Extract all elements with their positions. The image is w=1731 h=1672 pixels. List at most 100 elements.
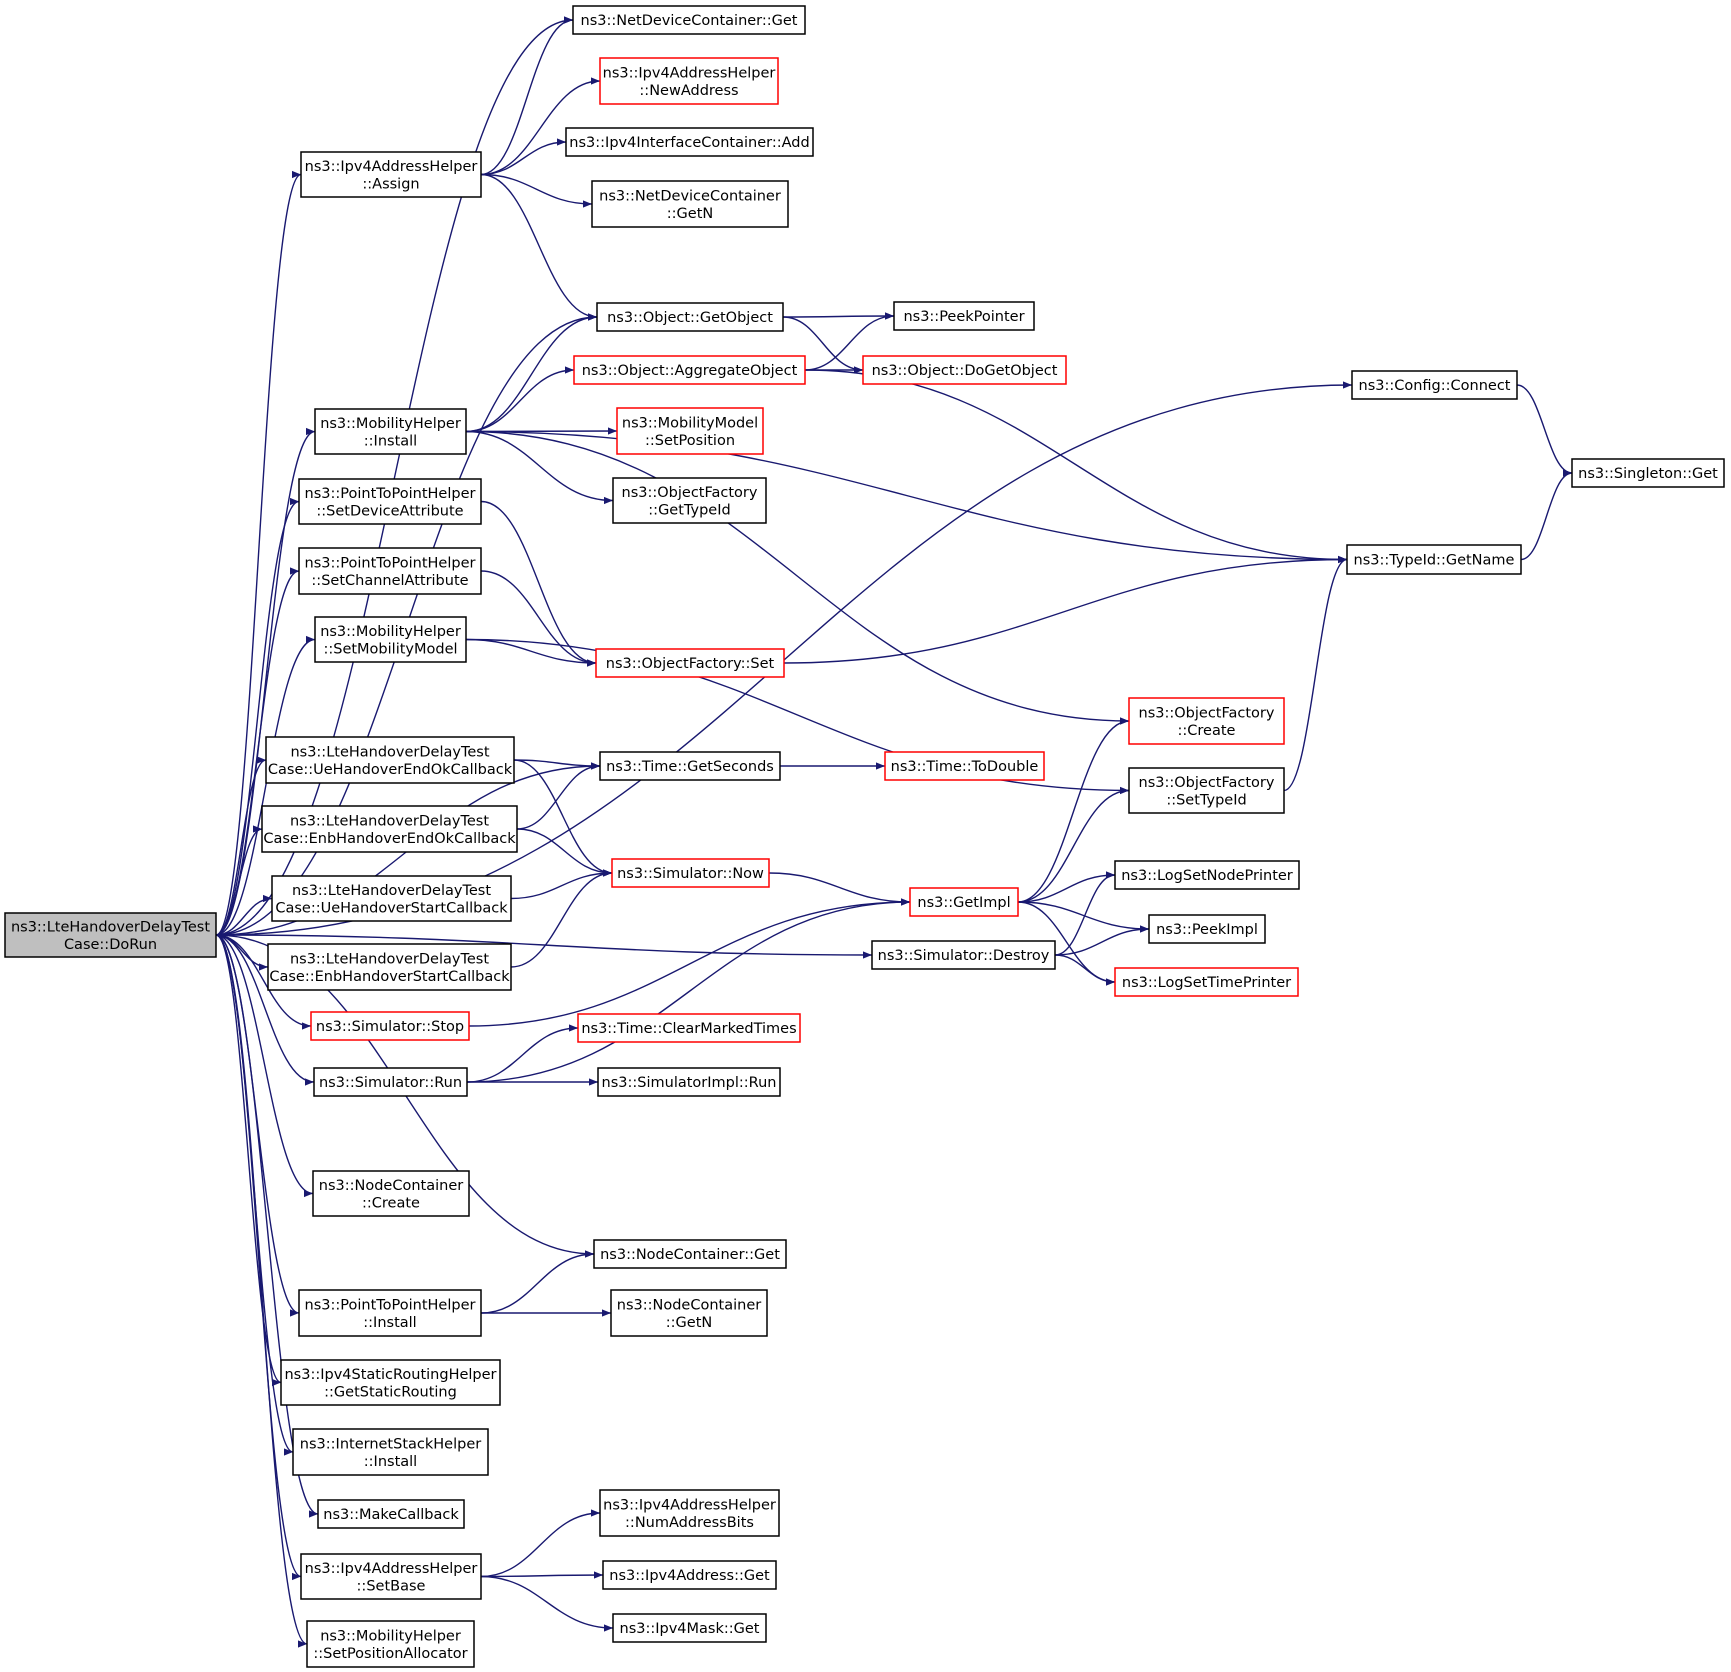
node-enb-ho-start[interactable]: ns3::LteHandoverDelayTestCase::EnbHandov… [267, 943, 512, 991]
node-box [572, 5, 806, 35]
node-nc-getn[interactable]: ns3::NodeContainer::GetN [610, 1289, 768, 1337]
edge-sim-now-to-getimpl [768, 872, 911, 906]
node-time-clearmarked[interactable]: ns3::Time::ClearMarkedTimes [577, 1013, 801, 1043]
node-label: ::NewAddress [639, 83, 738, 99]
node-config-connect[interactable]: ns3::Config::Connect [1351, 370, 1518, 400]
node-box [884, 751, 1045, 781]
edge-ipv4ah-assign-to-ipv4ic-add [480, 138, 567, 176]
node-mh-setposalloc[interactable]: ns3::MobilityHelper::SetPositionAllocato… [306, 1620, 475, 1668]
node-obj-dogetobject[interactable]: ns3::Object::DoGetObject [862, 355, 1067, 385]
edge-getimpl-to-of-create [1017, 717, 1130, 903]
node-label: ::SetMobilityModel [323, 641, 457, 657]
node-peekimpl[interactable]: ns3::PeekImpl [1148, 914, 1266, 944]
node-box [597, 1067, 781, 1097]
node-sim-now[interactable]: ns3::Simulator::Now [611, 858, 770, 888]
node-makecallback[interactable]: ns3::MakeCallback [317, 1499, 465, 1529]
node-box [599, 751, 781, 781]
node-ipv4address-get[interactable]: ns3::Ipv4Address::Get [602, 1560, 777, 1590]
edge-mh-install-to-typeid-getname [465, 430, 1348, 564]
node-ipv4ic-add[interactable]: ns3::Ipv4InterfaceContainer::Add [565, 127, 814, 157]
edge-ue-ho-endok-to-sim-now [513, 759, 613, 877]
node-ndc-getn[interactable]: ns3::NetDeviceContainer::GetN [591, 180, 789, 228]
edge-ue-ho-endok-to-time-getseconds [513, 759, 601, 770]
node-box [1128, 697, 1285, 745]
node-time-getseconds[interactable]: ns3::Time::GetSeconds [599, 751, 781, 781]
node-ue-ho-start[interactable]: ns3::LteHandoverDelayTestCase::UeHandove… [271, 875, 512, 922]
node-obj-getobject[interactable]: ns3::Object::GetObject [596, 302, 784, 332]
node-box [1351, 370, 1518, 400]
node-nc-create[interactable]: ns3::NodeContainer::Create [312, 1170, 470, 1217]
node-box [298, 1289, 482, 1337]
node-obj-aggregate[interactable]: ns3::Object::AggregateObject [573, 355, 806, 385]
edge-dorun-to-mh-setmobmodel [215, 635, 316, 936]
node-p2p-setdevattr[interactable]: ns3::PointToPointHelper::SetDeviceAttrib… [298, 478, 482, 525]
node-singleton-get[interactable]: ns3::Singleton::Get [1571, 458, 1725, 488]
node-sim-stop[interactable]: ns3::Simulator::Stop [310, 1011, 470, 1041]
node-mh-setmobmodel[interactable]: ns3::MobilityHelper::SetMobilityModel [314, 616, 467, 663]
node-p2p-install[interactable]: ns3::PointToPointHelper::Install [298, 1289, 482, 1337]
node-logsettimeprinter[interactable]: ns3::LogSetTimePrinter [1114, 967, 1299, 997]
node-box [577, 1013, 801, 1043]
node-nc-get[interactable]: ns3::NodeContainer::Get [593, 1239, 787, 1269]
node-box [1346, 544, 1522, 575]
node-label: ns3::MobilityHelper [320, 624, 461, 640]
edge-ipv4ah-assign-to-obj-getobject [480, 173, 598, 321]
edge-dorun-to-sim-stop [215, 934, 312, 1030]
node-mm-setposition[interactable]: ns3::MobilityModel::SetPosition [616, 407, 764, 455]
node-ipv4ah-setbase[interactable]: ns3::Ipv4AddressHelper::SetBase [300, 1553, 482, 1600]
node-label: ns3::Simulator::Now [617, 866, 764, 882]
node-box [893, 301, 1035, 331]
edge-getimpl-to-of-settypeid [1017, 786, 1130, 903]
node-label: ns3::InternetStackHelper [300, 1436, 481, 1452]
node-sim-destroy[interactable]: ns3::Simulator::Destroy [871, 940, 1056, 970]
node-label: ns3::LteHandoverDelayTest [11, 919, 210, 935]
node-of-set[interactable]: ns3::ObjectFactory::Set [595, 648, 785, 678]
node-ish-install[interactable]: ns3::InternetStackHelper::Install [292, 1428, 489, 1476]
node-ipv4ah-numaddrbits[interactable]: ns3::Ipv4AddressHelper::NumAddressBits [599, 1489, 780, 1537]
node-box [310, 1011, 470, 1041]
edge-sim-destroy-to-logsetnodeprinter [1054, 871, 1116, 956]
edge-dorun-to-sim-destroy [215, 934, 873, 959]
node-peekpointer[interactable]: ns3::PeekPointer [893, 301, 1035, 331]
node-label: ::SetBase [357, 1578, 426, 1594]
node-ipv4ah-assign[interactable]: ns3::Ipv4AddressHelper::Assign [300, 151, 482, 198]
node-label: ns3::Singleton::Get [1578, 466, 1718, 482]
node-label: ::SetChannelAttribute [311, 573, 468, 589]
node-logsetnodeprinter[interactable]: ns3::LogSetNodePrinter [1114, 860, 1300, 890]
node-p2p-setchanattr[interactable]: ns3::PointToPointHelper::SetChannelAttri… [298, 547, 482, 595]
node-box [565, 127, 814, 157]
node-box [292, 1428, 489, 1476]
edge-config-connect-to-singleton-get [1516, 384, 1573, 477]
node-time-todouble[interactable]: ns3::Time::ToDouble [884, 751, 1045, 781]
node-ipv4ah-newaddress[interactable]: ns3::Ipv4AddressHelper::NewAddress [599, 57, 779, 105]
node-ipv4mask-get[interactable]: ns3::Ipv4Mask::Get [612, 1613, 767, 1643]
node-label: ns3::Object::GetObject [607, 310, 773, 326]
node-label: ns3::ObjectFactory [1139, 705, 1275, 721]
node-sim-run[interactable]: ns3::Simulator::Run [313, 1067, 468, 1097]
node-typeid-getname[interactable]: ns3::TypeId::GetName [1346, 544, 1522, 575]
node-of-create[interactable]: ns3::ObjectFactory::Create [1128, 697, 1285, 745]
node-label: ns3::LteHandoverDelayTest [290, 744, 489, 760]
edge-mh-setmobmodel-to-of-settypeid [465, 638, 1130, 795]
edge-enb-ho-endok-to-time-getseconds [516, 762, 601, 830]
edge-dorun-to-p2p-setdevattr [215, 498, 300, 936]
node-box [267, 943, 512, 991]
node-ipv4srh-getstatic[interactable]: ns3::Ipv4StaticRoutingHelper::GetStaticR… [280, 1359, 501, 1406]
node-label: Case::DoRun [64, 937, 157, 953]
edge-mh-install-to-obj-getobject [465, 313, 598, 433]
node-label: ns3::NetDeviceContainer::Get [581, 13, 798, 29]
node-mh-install[interactable]: ns3::MobilityHelper::Install [314, 408, 467, 455]
node-simimpl-run[interactable]: ns3::SimulatorImpl::Run [597, 1067, 781, 1097]
node-enb-ho-endok[interactable]: ns3::LteHandoverDelayTestCase::EnbHandov… [261, 805, 518, 853]
node-box [300, 1553, 482, 1600]
node-ue-ho-endok[interactable]: ns3::LteHandoverDelayTestCase::UeHandove… [265, 736, 515, 784]
node-of-gettypeid[interactable]: ns3::ObjectFactory::GetTypeId [612, 477, 767, 524]
nodes-layer: ns3::LteHandoverDelayTestCase::DoRunns3:… [4, 5, 1725, 1668]
node-of-settypeid[interactable]: ns3::ObjectFactory::SetTypeId [1128, 767, 1285, 814]
node-label: ns3::SimulatorImpl::Run [602, 1075, 777, 1091]
node-label: ::Install [364, 433, 417, 449]
node-ndc-get[interactable]: ns3::NetDeviceContainer::Get [572, 5, 806, 35]
node-label: ns3::LteHandoverDelayTest [292, 883, 491, 899]
node-getimpl[interactable]: ns3::GetImpl [909, 887, 1019, 917]
